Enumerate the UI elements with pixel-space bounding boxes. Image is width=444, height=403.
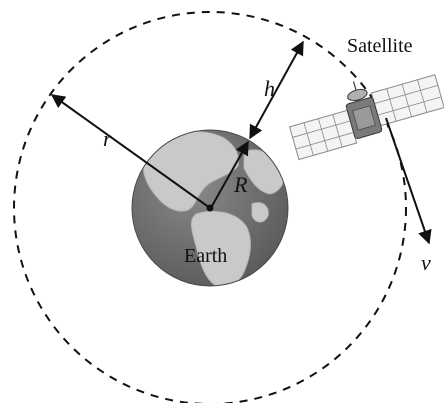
satellite-icon (288, 74, 444, 161)
orbit-radius-label: r (103, 126, 112, 151)
satellite-label: Satellite (347, 35, 413, 57)
orbit-path (13, 11, 407, 403)
altitude-arrow (249, 40, 304, 140)
velocity-label: v (421, 250, 431, 275)
velocity-arrow (385, 117, 432, 245)
altitude-label: h (264, 76, 275, 101)
earth-radius-arrow (211, 140, 249, 207)
orbit-radius-arrow (50, 94, 211, 209)
earth-label: Earth (184, 245, 227, 267)
earth-radius-label: R (233, 172, 248, 197)
